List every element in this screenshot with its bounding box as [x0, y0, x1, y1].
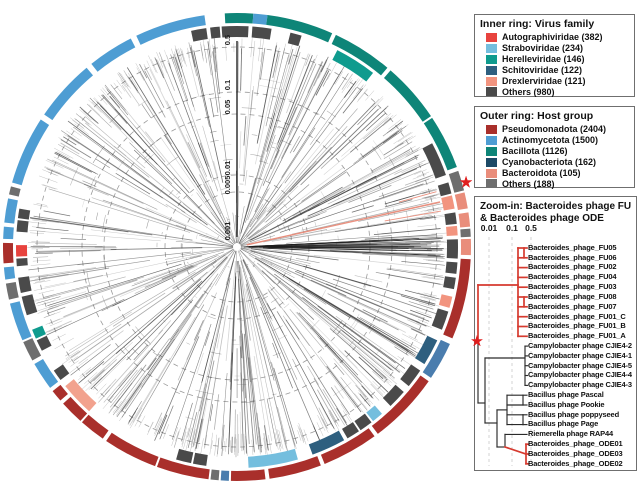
taxon-label: Bacillus phage Page: [528, 419, 599, 429]
taxon-label: Bacteroides_phage_FU08: [528, 291, 617, 301]
legend-item: Bacteroidota (105): [475, 168, 634, 179]
zoomin-scale-label: 0.01: [480, 223, 498, 233]
taxon-label: Bacteroides_phage_FU01_C: [528, 311, 626, 321]
legend-item-label: Actinomycetota (1500): [502, 135, 599, 146]
virus-family-legend-items: Autographiviridae (382)Straboviridae (23…: [475, 32, 634, 97]
legend-item: Drexlerviridae (121): [475, 76, 634, 87]
scale-tick-label: 0.05: [223, 100, 232, 115]
color-swatch-icon: [486, 54, 497, 64]
color-swatch-icon: [486, 76, 497, 86]
zoomin-panel-title-line1: Zoom-in: Bacteroides phage FU: [480, 201, 632, 212]
taxon-label: Bacteroides_phage_FU04: [528, 272, 617, 282]
legend-item-label: Straboviridae (234): [502, 43, 584, 54]
legend-item: Bacillota (1126): [475, 146, 634, 157]
taxon-label: Campylobacter phage CJIE4-5: [528, 360, 632, 370]
color-swatch-icon: [486, 65, 497, 75]
color-swatch-icon: [486, 146, 497, 156]
color-swatch-icon: [486, 157, 497, 167]
legend-item-label: Herelleviridae (146): [502, 54, 585, 65]
host-group-legend-title: Outer ring: Host group: [480, 110, 594, 122]
legend-item: Herelleviridae (146): [475, 54, 634, 65]
legend-item-label: Bacillota (1126): [502, 146, 568, 157]
legend-item: Cyanobacteriota (162): [475, 157, 634, 168]
taxon-label: Bacillus phage Pascal: [528, 390, 604, 399]
legend-item-label: Bacteroidota (105): [502, 168, 581, 178]
taxon-label: Bacteroides_phage_FU05: [528, 242, 617, 252]
taxon-label: Bacteroides_phage_ODE02: [528, 458, 623, 468]
zoomin-scale-label: 0.1: [506, 223, 518, 233]
taxon-label: Campylobacter phage CJIE4-2: [528, 340, 632, 350]
taxon-label: Bacteroides_phage_FU02: [528, 262, 617, 272]
legend-item: Others (980): [475, 86, 634, 97]
taxon-label: Bacteroides_phage_ODE03: [528, 448, 623, 458]
legend-item: Actinomycetota (1500): [475, 135, 634, 146]
scale-tick-label: 0.01: [223, 161, 232, 176]
zoomin-panel-title-line2: & Bacteroides phage ODE: [480, 212, 604, 224]
taxon-label: Bacillus phage Pookie: [528, 399, 605, 409]
taxon-label: Riemerella phage RAP44: [528, 429, 614, 439]
taxon-label: Bacteroides_phage_ODE01: [528, 439, 623, 448]
color-swatch-icon: [486, 32, 497, 42]
legend-item: Autographiviridae (382): [475, 32, 634, 43]
scale-tick-label: 0.001: [223, 222, 232, 241]
taxon-label: Bacteroides_phage_FU03: [528, 282, 617, 291]
scale-tick-label: 0.005: [223, 176, 232, 195]
highlight-star-icon: ★: [458, 172, 474, 192]
legend-item-label: Cyanobacteriota (162): [502, 157, 597, 168]
legend-item: Pseudomonadota (2404): [475, 124, 634, 135]
color-swatch-icon: [486, 135, 497, 145]
scale-tick-label: 0.1: [223, 80, 232, 90]
zoomin-scale-label: 0.5: [525, 223, 537, 233]
zoomin-panel: Zoom-in: Bacteroides phage FU & Bacteroi…: [474, 196, 637, 471]
scale-tick-label: 0.5: [223, 35, 232, 45]
legend-item-label: Others (188): [502, 178, 555, 189]
taxon-label: Bacteroides_phage_FU01_B: [528, 321, 626, 331]
taxon-label: Bacteroides_phage_FU07: [528, 301, 617, 311]
host-group-legend: Outer ring: Host group Pseudomonadota (2…: [474, 106, 635, 189]
legend-item: Straboviridae (234): [475, 43, 634, 54]
taxon-label: Bacillus phage poppyseed: [528, 409, 620, 419]
virus-family-legend: Inner ring: Virus family Autographivirid…: [474, 14, 635, 97]
color-swatch-icon: [486, 168, 497, 178]
taxon-label: Bacteroides_phage_FU06: [528, 252, 617, 262]
highlight-star-icon: ★: [470, 332, 484, 350]
taxon-label: Campylobacter phage CJIE4-3: [528, 380, 632, 390]
legend-item-label: Pseudomonadota (2404): [502, 124, 607, 135]
host-group-legend-items: Pseudomonadota (2404)Actinomycetota (150…: [475, 124, 634, 189]
color-swatch-icon: [486, 179, 497, 189]
taxon-label: Bacteroides_phage_FU01_A: [528, 331, 626, 341]
taxon-label: Campylobacter phage CJIE4-4: [528, 370, 632, 380]
legend-item-label: Schitoviridae (122): [502, 65, 583, 76]
color-swatch-icon: [486, 87, 497, 97]
virus-family-legend-title: Inner ring: Virus family: [480, 18, 595, 30]
legend-item-label: Drexlerviridae (121): [502, 76, 586, 86]
color-swatch-icon: [486, 124, 497, 134]
zoomin-tree: [477, 237, 532, 466]
legend-item: Schitoviridae (122): [475, 65, 634, 76]
legend-item: Others (188): [475, 178, 634, 189]
taxon-label: Campylobacter phage CJIE4-1: [528, 350, 632, 360]
color-swatch-icon: [486, 43, 497, 53]
legend-item-label: Others (980): [502, 86, 555, 97]
legend-item-label: Autographiviridae (382): [502, 32, 603, 43]
